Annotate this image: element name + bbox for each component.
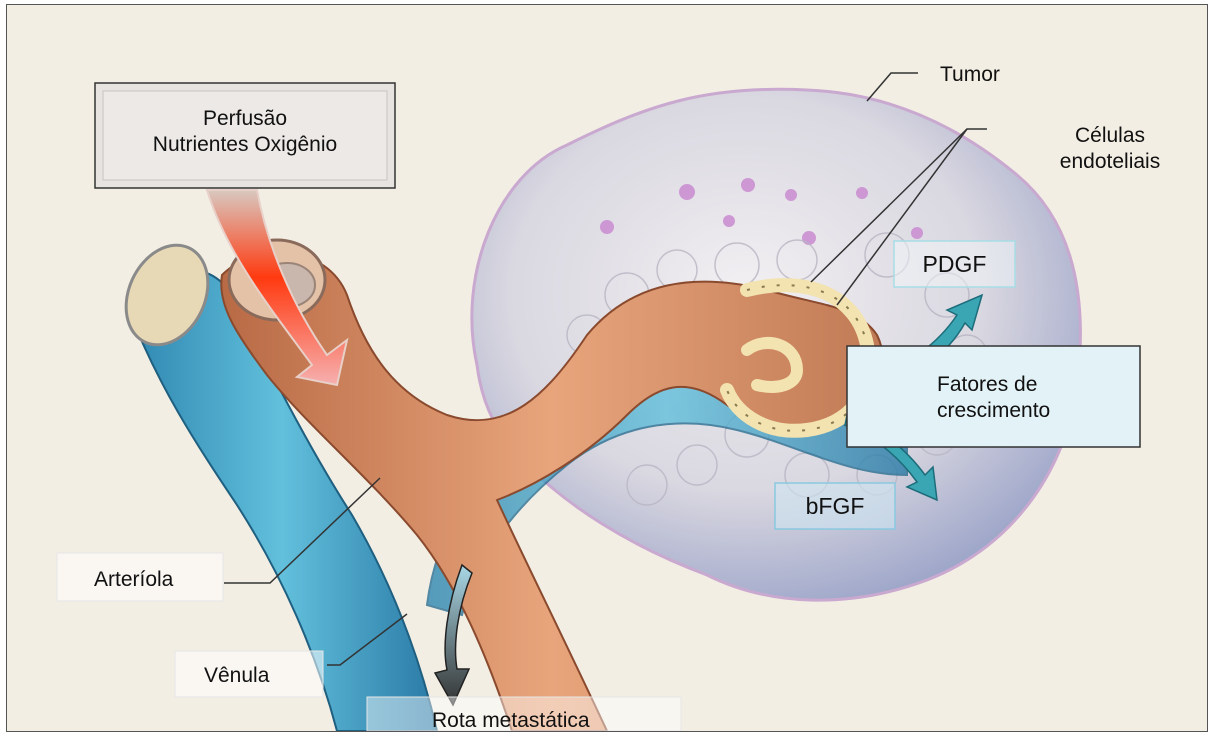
growth-factors-line2: crescimento [937,398,1050,424]
growth-factors-line1: Fatores de [937,372,1050,398]
venule-label: Vênula [204,663,269,689]
perfusion-label-line1: Perfusão [103,106,387,132]
metastatic-route-label: Rota metastática [432,708,590,732]
pdgf-label: PDGF [894,251,1015,277]
growth-factors-label: Fatores de crescimento [937,372,1050,424]
tumor-label: Tumor [940,62,1000,88]
bfgf-label: bFGF [775,493,895,519]
endothelial-label-line2: endoteliais [1045,149,1175,175]
diagram-frame: Perfusão Nutrientes Oxigênio Tumor Célul… [6,4,1208,732]
arteriole-label: Arteríola [94,567,173,593]
endothelial-cells-label: Células endoteliais [1045,123,1175,175]
endothelial-label-line1: Células [1045,123,1175,149]
perfusion-label-line2: Nutrientes Oxigênio [103,132,387,158]
perfusion-label: Perfusão Nutrientes Oxigênio [103,106,387,158]
